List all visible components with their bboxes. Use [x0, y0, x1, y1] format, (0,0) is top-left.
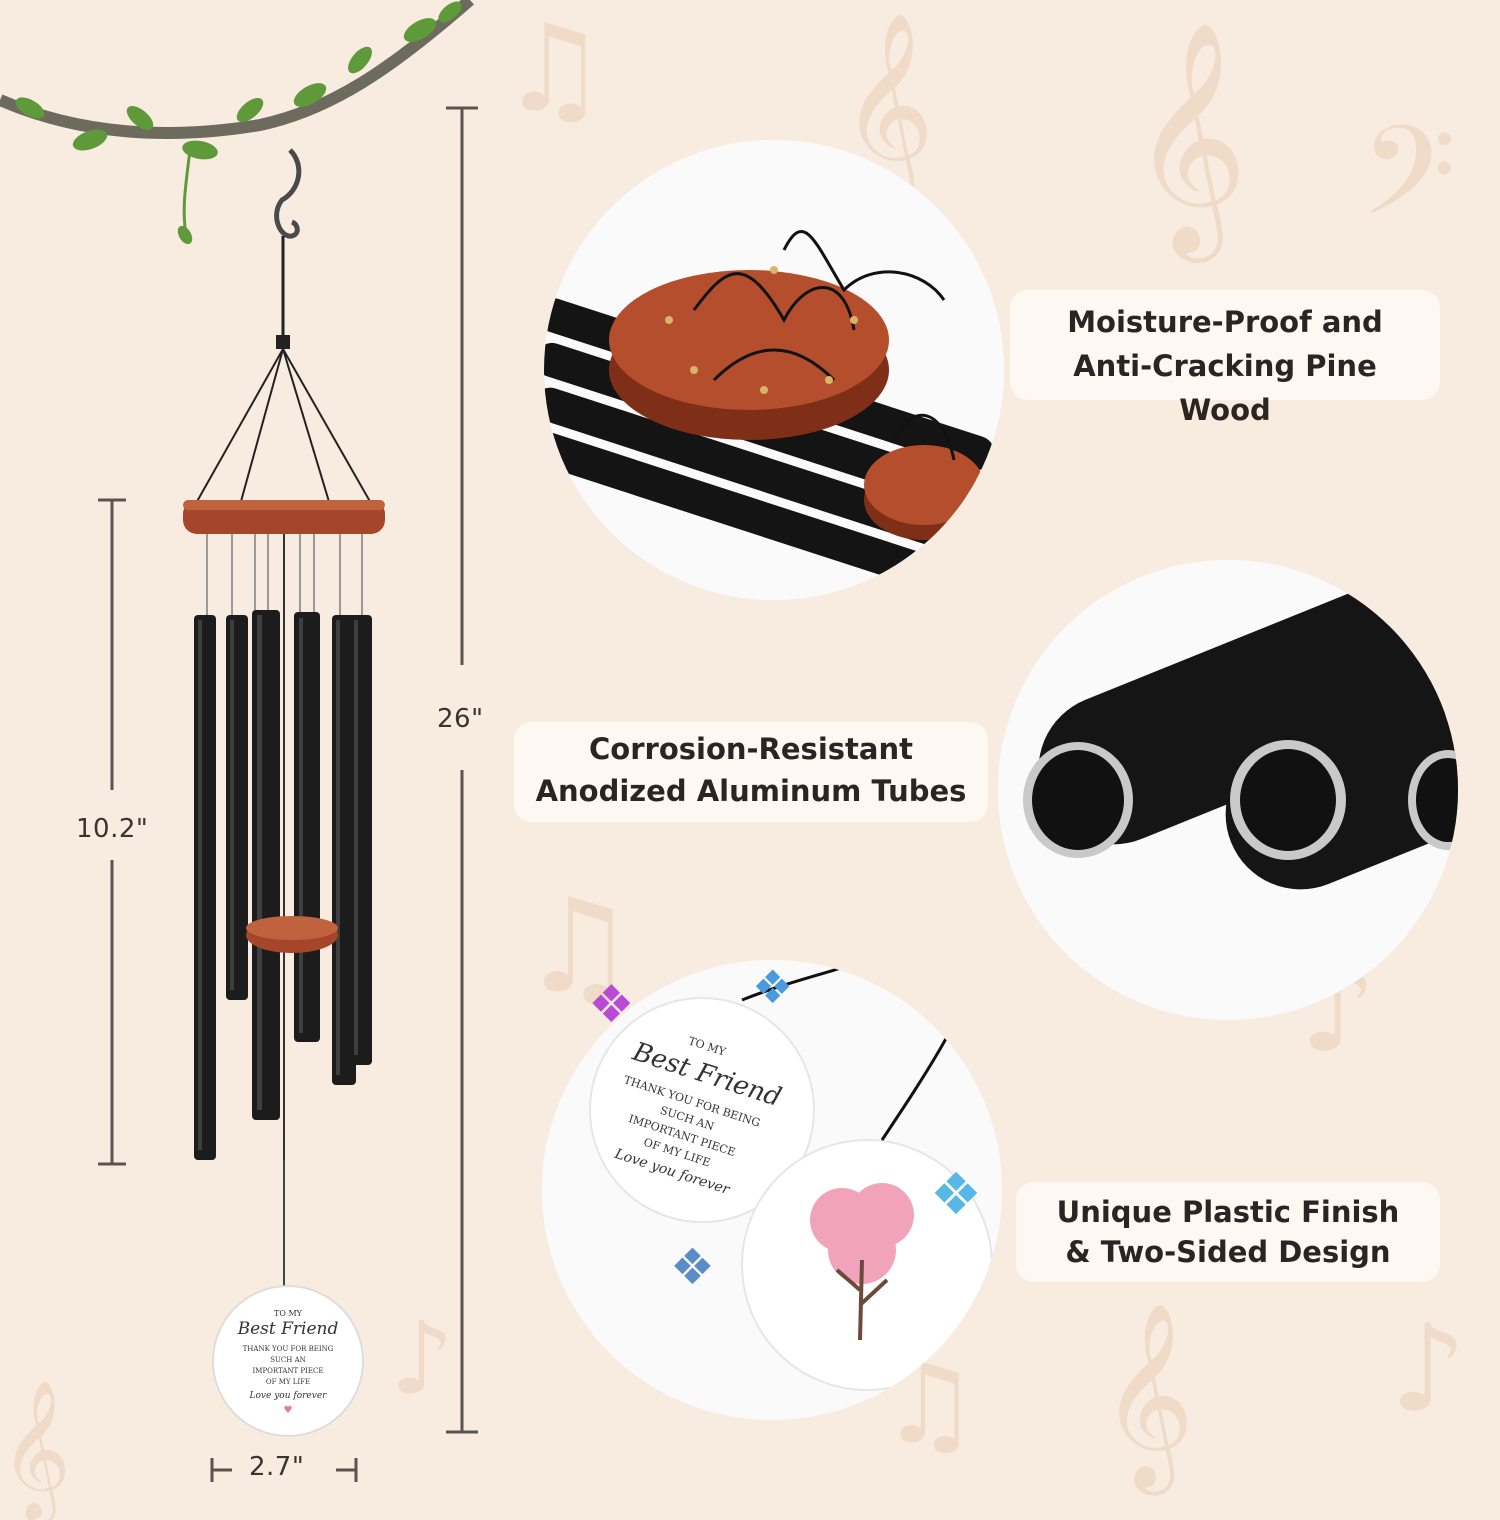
tag-name: Best Friend [237, 1319, 339, 1339]
tube-length-dimension-label: 10.2" [76, 814, 149, 844]
tag-to: TO MY [274, 1309, 302, 1318]
feature-tag-line-2: & Two-Sided Design [1065, 1235, 1391, 1269]
feature-label-tubes: Corrosion-Resistant Anodized Aluminum Tu… [514, 722, 988, 822]
feature-tag-line-1: Unique Plastic Finish [1056, 1195, 1400, 1229]
height-dimension-label: 26" [437, 704, 484, 734]
feature-tubes-line-1: Corrosion-Resistant [589, 732, 913, 766]
music-note-icon: ♫ [520, 870, 637, 1022]
feature-tubes-line-2: Anodized Aluminum Tubes [535, 774, 967, 808]
tube-detail-photo [998, 560, 1458, 1020]
butterfly-icon: ❖ [752, 960, 794, 1014]
tag-line-2: SUCH AN [270, 1356, 306, 1364]
music-note-icon: ♪ [390, 1300, 454, 1417]
butterfly-icon: ❖ [930, 1160, 982, 1228]
music-note-icon: 𝄢 [1360, 100, 1457, 274]
wood-detail-photo [544, 140, 1004, 600]
music-note-icon: 𝄞 [0, 1380, 71, 1519]
chime-tag: TO MY Best Friend THANK YOU FOR BEING SU… [212, 1285, 364, 1437]
heart-icon: ♥ [283, 1405, 293, 1416]
music-note-icon: 𝄞 [1130, 20, 1249, 253]
music-note-icon: ♫ [500, 0, 608, 139]
music-note-icon: 𝄞 [1100, 1300, 1195, 1487]
butterfly-icon: ❖ [670, 1238, 715, 1296]
tag-detail-photo: TO MY Best Friend THANK YOU FOR BEING SU… [542, 960, 1002, 1420]
width-dimension-label: 2.7" [249, 1452, 305, 1482]
tag-sign: Love you forever [249, 1391, 327, 1401]
tag-line-1: THANK YOU FOR BEING [242, 1345, 334, 1353]
tag-line-3: IMPORTANT PIECE [252, 1367, 324, 1375]
butterfly-icon: ❖ [588, 975, 635, 1035]
feature-wood-line-1: Moisture-Proof and [1067, 305, 1383, 339]
feature-label-tag: Unique Plastic Finish & Two-Sided Design [1016, 1182, 1440, 1282]
feature-label-wood: Moisture-Proof and Anti-Cracking Pine Wo… [1010, 290, 1440, 427]
tag-line-4: OF MY LIFE [265, 1378, 311, 1386]
wind-chime-illustration [0, 0, 478, 1482]
feature-wood-line-2: Anti-Cracking Pine Wood [1073, 349, 1377, 427]
music-note-icon: ♪ [1390, 1300, 1467, 1439]
